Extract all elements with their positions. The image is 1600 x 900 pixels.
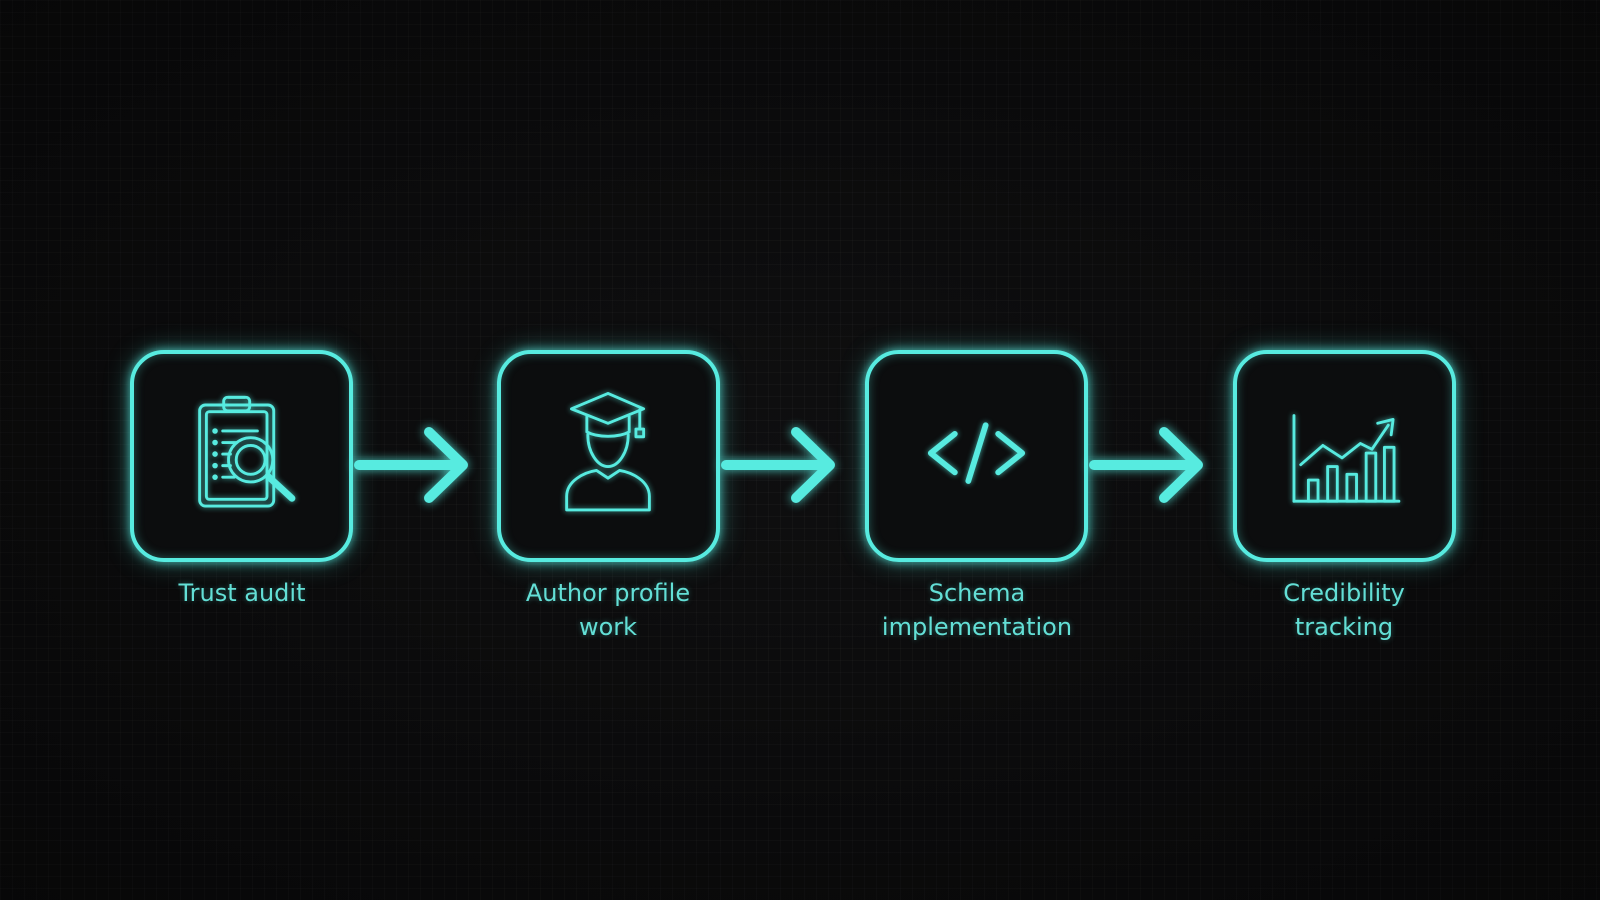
step-box-credibility-tracking [1233, 350, 1456, 562]
graduate-person-icon [565, 392, 651, 512]
step-label-trust-audit: Trust audit [178, 579, 306, 607]
step-box-author-profile-work [497, 350, 720, 562]
arrow-right-icon [721, 427, 835, 503]
growth-chart-icon [1292, 414, 1401, 503]
step-label-schema-implementation: Schema implementation [881, 579, 1073, 641]
arrow-right-icon [354, 427, 468, 503]
step-box-schema-implementation [865, 350, 1088, 562]
code-tag-icon [927, 422, 1026, 484]
arrow-right-icon [1089, 427, 1203, 503]
step-label-credibility-tracking: Credibility tracking [1283, 579, 1405, 641]
step-label-author-profile-work: Author profile work [525, 579, 691, 641]
step-box-trust-audit [130, 350, 353, 562]
clipboard-magnifier-icon [198, 395, 296, 508]
